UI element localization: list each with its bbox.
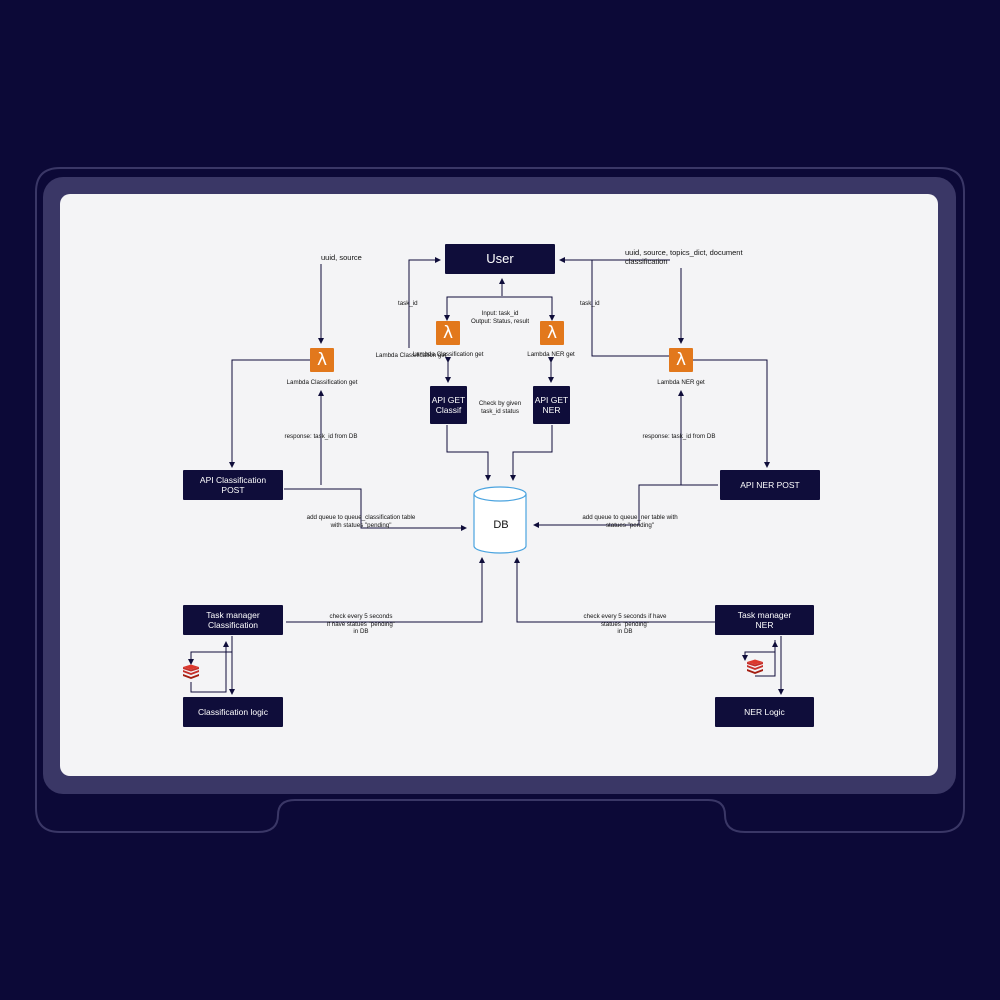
api-get-classif-line-1: API GET [431,395,466,405]
classification-logic-node: Classification logic [183,697,283,727]
aws-lambda-icon: λ [669,348,693,372]
task-manager-classification-line-1: Task manager [206,610,260,620]
api-classification-post-line-2: POST [221,485,245,495]
api-classification-post-line-1: API Classification [199,475,267,485]
api-ner-post-node: API NER POST [720,470,820,500]
lambda-center-classif-label: Lambda Classification get [412,351,484,358]
task-manager-classification-line-2: Classification [207,620,259,630]
aws-lambda-icon: λ [310,348,334,372]
lambda-center-ner-label: Lambda NER get [527,351,575,358]
uuid-source-label: uuid, source [321,253,362,262]
db-cylinder [473,486,527,554]
redis-icon [183,664,199,679]
classification-logic-label: Classification logic [198,707,268,717]
ner-logic-label: NER Logic [744,707,785,717]
api-get-classif-line-2: Classif [435,405,462,415]
aws-lambda-icon: λ [540,321,564,345]
task-id-right-label: task_id [580,300,600,307]
api-ner-post-label: API NER POST [740,480,800,490]
api-get-ner-line-1: API GET [534,395,569,405]
lambda-left-post-label: Lambda Classification get [375,352,447,359]
task-id-left-label: task_id [398,300,418,307]
response-left-label: response: task_id from DB [284,433,358,440]
lambda-left-get-label: Lambda Classification get [286,379,358,386]
response-right-label: response: task_id from DB [642,433,716,440]
lambda-right-post-label: Lambda NER get [657,379,705,386]
task-manager-ner-line-1: Task manager [737,610,792,620]
api-get-ner-line-2: NER [542,405,561,415]
redis-icon [747,659,763,674]
task-manager-ner-line-2: NER [755,620,774,630]
db-label: DB [493,519,509,531]
aws-lambda-icon: λ [436,321,460,345]
user-label: User [486,251,514,266]
user-node: User [445,244,555,274]
ner-logic-node: NER Logic [715,697,814,727]
